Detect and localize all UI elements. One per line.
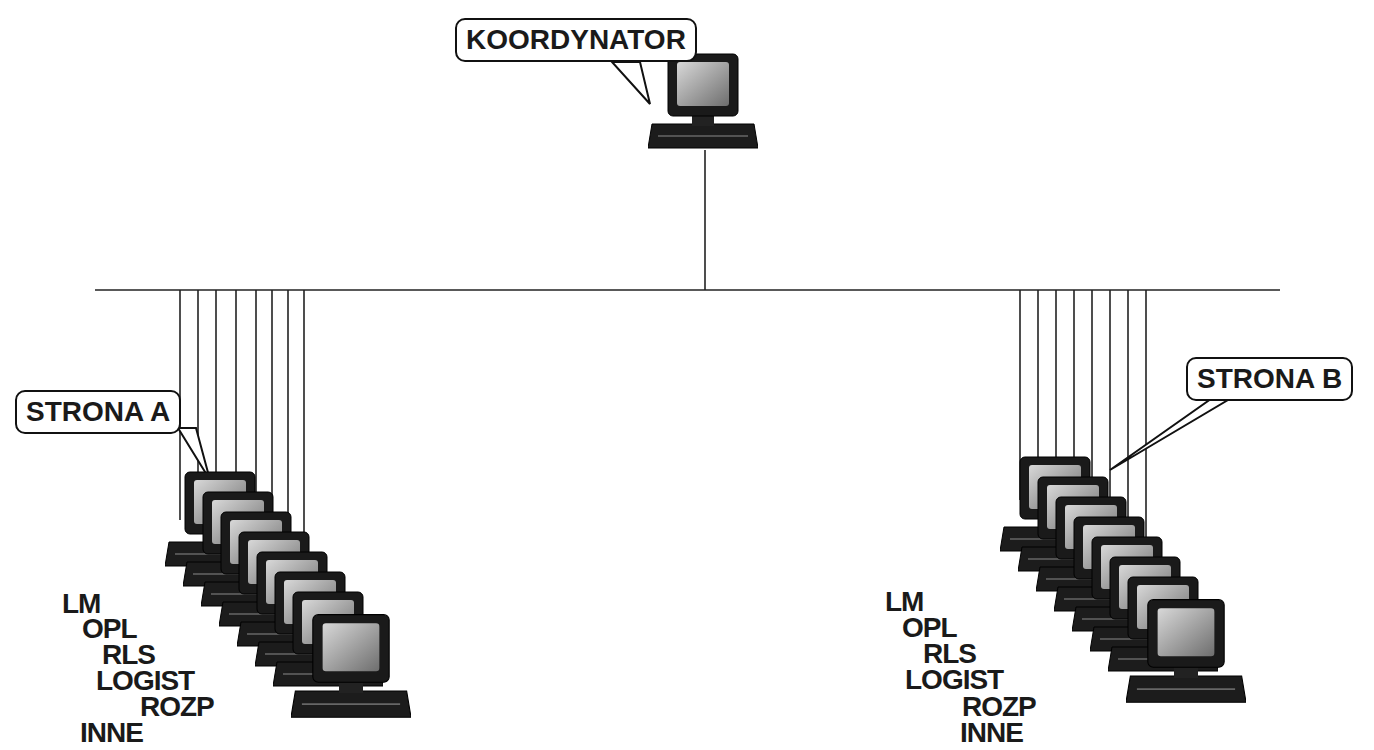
station-label: OPL — [82, 615, 137, 643]
station-label: INNE — [80, 719, 143, 747]
callout-text: KOORDYNATOR — [466, 25, 686, 55]
station-label: RLS — [102, 641, 155, 669]
callout-box: KOORDYNATOR — [455, 18, 697, 62]
station-label: OPL — [902, 614, 957, 642]
station-label: LM — [885, 588, 923, 616]
callout-box: STRONA A — [15, 390, 181, 434]
station-label: ROZP — [140, 693, 214, 721]
station-label: INNE — [960, 719, 1023, 747]
station-label: ROZP — [962, 693, 1036, 721]
station-label: LOGIST — [96, 667, 194, 695]
station-label: LOGIST — [905, 666, 1003, 694]
callout-text: STRONA A — [26, 397, 170, 427]
station-label: RLS — [923, 640, 976, 668]
computer-icon — [648, 54, 758, 148]
computer-stack — [1000, 457, 1246, 702]
callout-box: STRONA B — [1186, 357, 1353, 401]
callout-text: STRONA B — [1197, 364, 1342, 394]
station-label: LM — [62, 590, 100, 618]
computer-stack — [165, 472, 411, 717]
